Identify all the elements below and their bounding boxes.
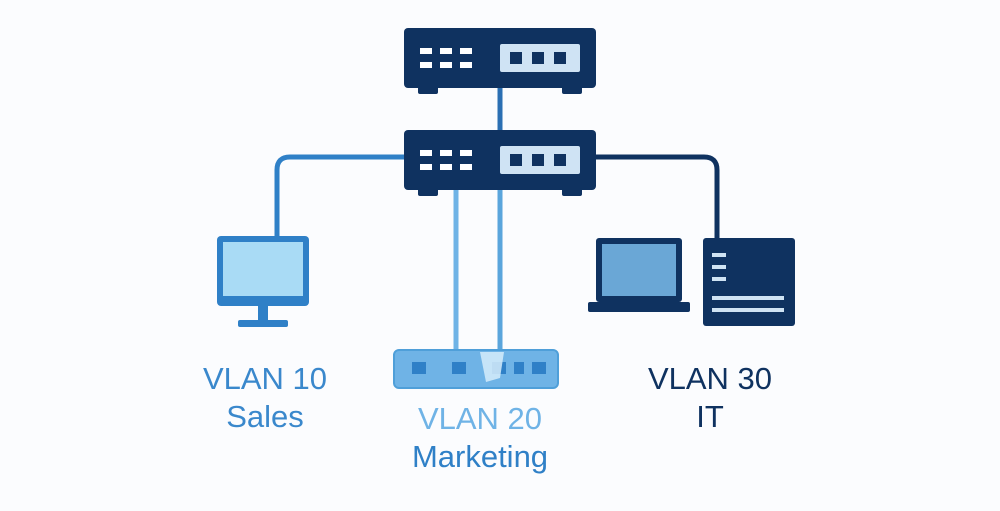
server-icon: [703, 238, 795, 326]
switch-icon: [404, 130, 596, 196]
switch-to-it-link: [596, 154, 720, 240]
vlan-30-id: VLAN 30: [647, 361, 773, 396]
monitor-icon: [217, 236, 309, 327]
router-icon: [404, 28, 596, 94]
vlan-20-label: VLAN 20 Marketing: [380, 400, 580, 476]
vlan-30-name: IT: [696, 399, 724, 434]
switch-to-sales-link: [274, 154, 404, 238]
vlan-20-id: VLAN 20: [417, 401, 543, 436]
vlan-30-label: VLAN 30 IT: [610, 360, 810, 436]
laptop-icon: [588, 238, 690, 312]
vlan-10-name: Sales: [226, 399, 304, 434]
vlan-10-label: VLAN 10 Sales: [170, 360, 360, 436]
access-switch-icon: [393, 349, 559, 389]
vlan-20-name: Marketing: [411, 439, 549, 474]
vlan-10-id: VLAN 10: [202, 361, 328, 396]
